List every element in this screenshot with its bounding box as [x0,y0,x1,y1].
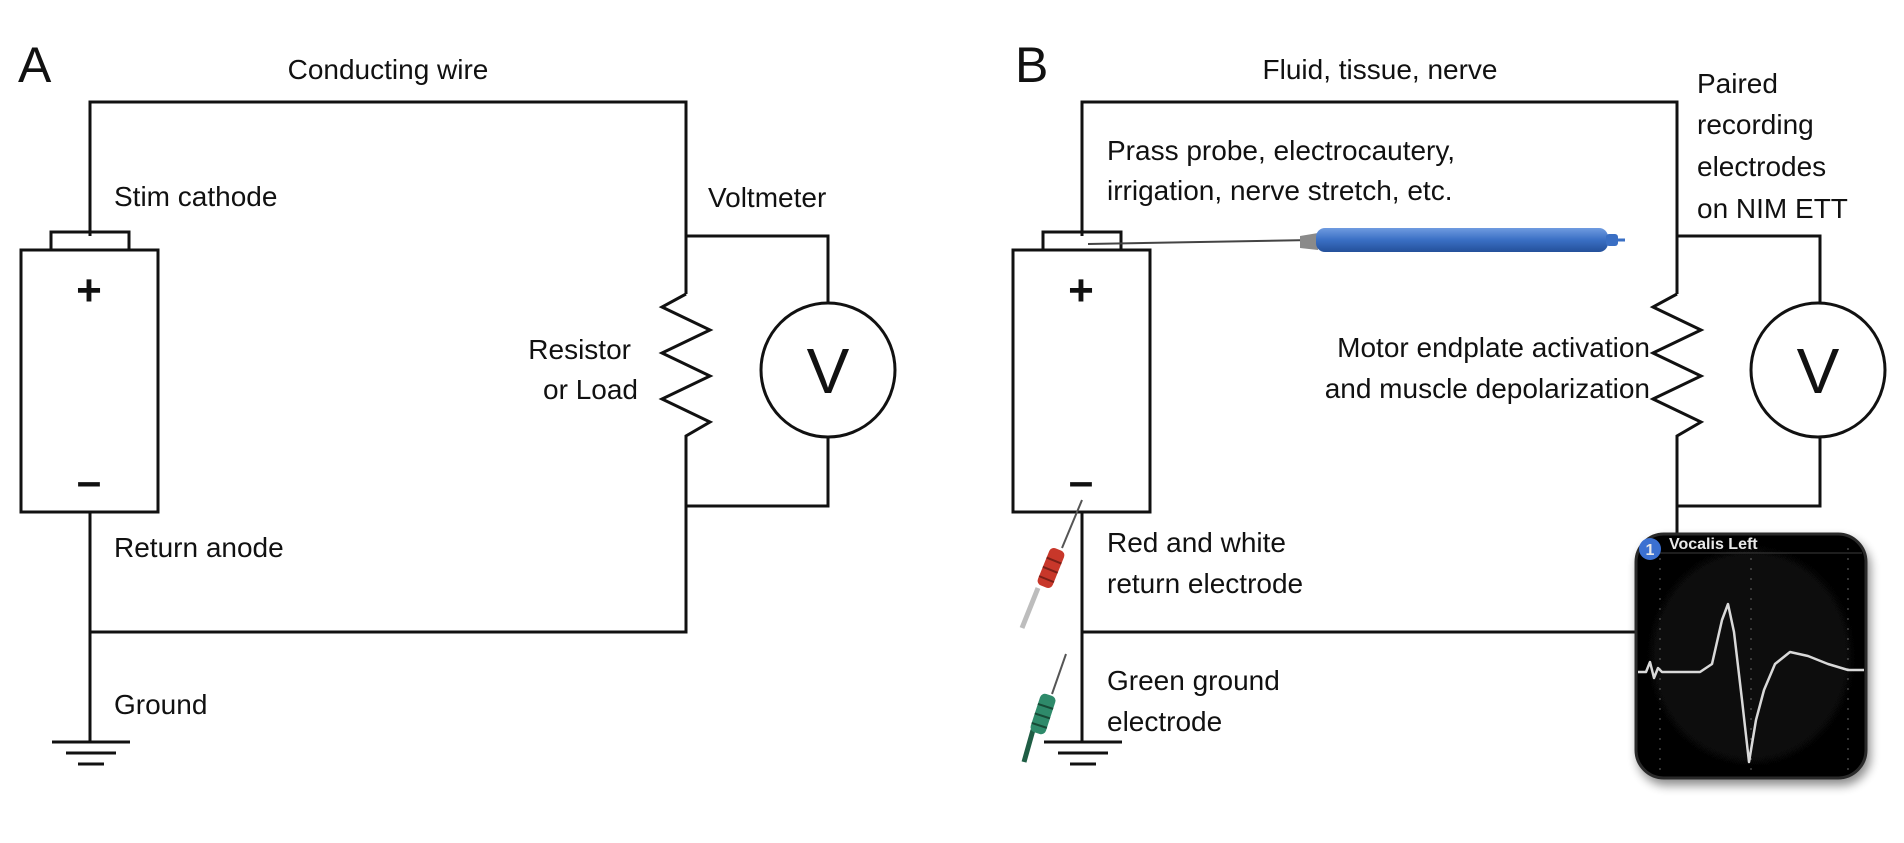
resistor-symbol [658,292,714,442]
resistor-label-line-1: Resistor [528,334,631,365]
endplate-resistor-symbol [1649,292,1705,442]
fluid-tissue-nerve-label: Fluid, tissue, nerve [1263,54,1498,85]
ground-symbol [1044,740,1122,766]
voltmeter: V [759,301,897,439]
panel-b: B V + – [1011,37,1887,780]
ground-label: Ground [114,689,207,720]
endplate-label-line-1: Motor endplate activation [1337,332,1650,363]
channel-name: Vocalis Left [1669,536,1758,553]
stim-cathode-label: Stim cathode [114,181,277,212]
probe-label-line-1: Prass probe, electrocautery, [1107,135,1455,166]
panel-a-wires [88,100,830,742]
ground-symbol [52,740,130,766]
voltmeter-circle [1749,301,1887,439]
channel-number: 1 [1646,542,1655,559]
voltmeter-top-lead [686,234,830,304]
battery-body [1011,248,1152,514]
recording-label-line-1: Paired [1697,68,1778,99]
conducting-wire-label: Conducting wire [288,54,489,85]
return-anode-label: Return anode [114,532,284,563]
return-electrode-icon [1019,499,1083,629]
panel-b-letter: B [1015,37,1048,93]
voltmeter-circle [759,301,897,439]
probe-label-line-2: irrigation, nerve stretch, etc. [1107,175,1452,206]
channel-badge [1639,538,1661,560]
panel-a-letter: A [18,37,52,93]
battery-plus: + [1068,266,1094,315]
voltmeter-bottom-lead [686,436,830,508]
battery-minus: – [77,457,101,506]
recording-label-line-4: on NIM ETT [1697,193,1848,224]
ground-electrode-icon [1021,653,1067,763]
battery: + – [1011,230,1152,514]
recording-label-line-3: electrodes [1697,151,1826,182]
top-wire [88,100,688,294]
resistor-label-line-2: or Load [543,374,638,405]
ground-electrode-label-line-1: Green ground [1107,665,1280,696]
nim-monitor-screen: 1 Vocalis Left [1634,532,1868,780]
endplate-label-line-2: and muscle depolarization [1325,373,1650,404]
return-electrode-label-line-2: return electrode [1107,568,1303,599]
battery-plus: + [76,266,102,315]
return-electrode-label-line-1: Red and white [1107,527,1286,558]
battery-minus: – [1069,457,1093,506]
voltmeter-bottom-lead [1677,436,1822,508]
ground-electrode-label-line-2: electrode [1107,706,1222,737]
voltmeter-symbol: V [1797,335,1840,407]
voltmeter-top-lead [1677,234,1822,304]
prass-probe-icon [1087,228,1625,252]
top-wire [1080,100,1679,294]
battery: + – [19,230,160,514]
voltmeter-label: Voltmeter [708,182,826,213]
voltmeter-symbol: V [807,335,850,407]
recording-label-line-2: recording [1697,109,1814,140]
panel-a: A V + – Conducting w [18,37,897,766]
recording-voltmeter: V [1749,301,1887,439]
battery-body [19,248,160,514]
emg-waveform [1638,602,1864,764]
